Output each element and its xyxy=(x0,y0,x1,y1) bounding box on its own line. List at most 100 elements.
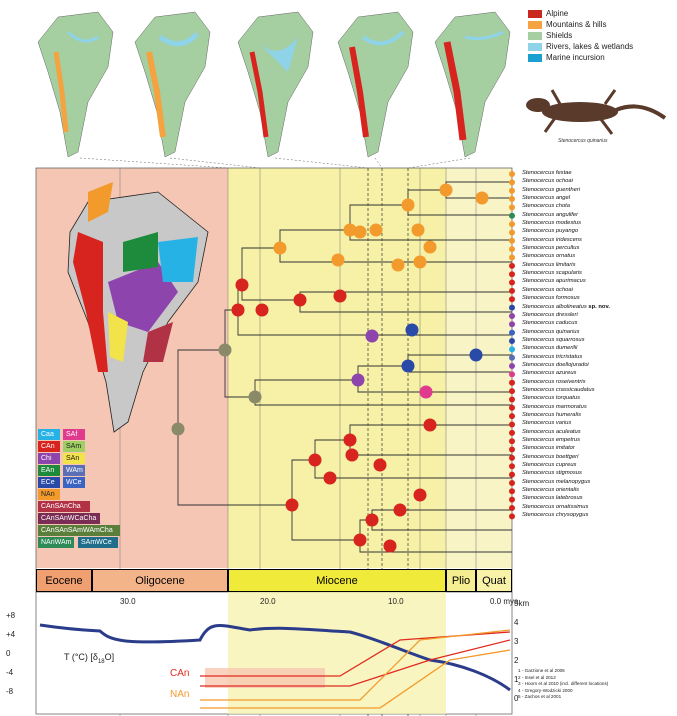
tip-dot xyxy=(509,371,515,377)
tree-node xyxy=(309,454,322,467)
tip-dot xyxy=(509,321,515,327)
temperature-axis-title: T (°C) [δ18O] xyxy=(64,652,114,665)
map-legend-item: Alpine xyxy=(528,8,633,19)
taxon-label: Stenocercus crassicaudatus xyxy=(522,386,610,394)
tip-dot xyxy=(509,505,515,511)
taxon-label: Stenocercus boettgeri xyxy=(522,453,610,461)
taxon-label: Stenocercus angel xyxy=(522,194,610,202)
map-legend: AlpineMountains & hillsShieldsRivers, la… xyxy=(528,8,633,63)
area-legend-chip: WCe xyxy=(63,477,85,488)
tree-node xyxy=(344,434,357,447)
taxon-label: Stenocercus iridescens xyxy=(522,236,610,244)
taxon-label: Stenocercus ornatus xyxy=(522,252,610,260)
tree-node xyxy=(352,374,365,387)
taxon-label: Stenocercus guentheri xyxy=(522,186,610,194)
tree-node xyxy=(384,540,397,553)
taxon-label: Stenocercus ochoai xyxy=(522,286,610,294)
tree-node xyxy=(354,226,367,239)
tip-dot xyxy=(509,179,515,185)
taxon-label: Stenocercus albolineatus sp. nov. xyxy=(522,303,610,311)
tree-node xyxy=(232,304,245,317)
area-legend-chip: EAn xyxy=(38,465,60,476)
tip-dot xyxy=(509,413,515,419)
taxon-label: Stenocercus chrysopygus xyxy=(522,511,610,519)
tree-node xyxy=(392,259,405,272)
area-legend-chip: CAnSAnWCaCha xyxy=(38,513,100,524)
tree-node xyxy=(424,241,437,254)
tip-dot xyxy=(509,188,515,194)
taxon-label: Stenocercus cupreus xyxy=(522,461,610,469)
reference-entry: 5 - Zachos et al 2001 xyxy=(518,694,608,701)
taxon-label: Stenocercus formosus xyxy=(522,294,610,302)
tree-node xyxy=(172,423,185,436)
epoch-quat: Quat xyxy=(476,569,512,592)
taxon-label: Stenocercus empetrus xyxy=(522,436,610,444)
legend-label: Shields xyxy=(546,31,572,40)
tip-dot xyxy=(509,330,515,336)
legend-label: Alpine xyxy=(546,9,568,18)
tip-dot xyxy=(509,380,515,386)
taxon-label: Stenocercus marmoratus xyxy=(522,403,610,411)
tree-node xyxy=(286,499,299,512)
tip-dot xyxy=(509,238,515,244)
area-legend-chip: SAf xyxy=(63,429,85,440)
tree-node xyxy=(294,294,307,307)
tip-dot xyxy=(509,455,515,461)
taxon-label: Stenocercus dumerilii xyxy=(522,344,610,352)
taxon-label: Stenocercus puyango xyxy=(522,227,610,235)
tip-dot xyxy=(509,221,515,227)
taxon-label: Stenocercus tricristatus xyxy=(522,353,610,361)
taxon-label: Stenocercus aculeatus xyxy=(522,428,610,436)
tip-dot xyxy=(509,346,515,352)
tip-dot xyxy=(509,271,515,277)
taxon-label: Stenocercus chota xyxy=(522,202,610,210)
tip-dot xyxy=(509,196,515,202)
taxon-label: Stenocercus ornatissimus xyxy=(522,503,610,511)
tree-node xyxy=(274,242,287,255)
tree-node xyxy=(366,514,379,527)
taxon-label: Stenocercus angulifer xyxy=(522,211,610,219)
tip-dot xyxy=(509,480,515,486)
taxon-label: Stenocercus imitator xyxy=(522,444,610,452)
legend-swatch xyxy=(528,32,542,40)
tip-dot xyxy=(509,246,515,252)
map-legend-item: Shields xyxy=(528,30,633,41)
tip-dot xyxy=(509,422,515,428)
map-legend-item: Marine incursion xyxy=(528,52,633,63)
tree-node xyxy=(420,386,433,399)
taxon-label: Stenocercus caducus xyxy=(522,319,610,327)
tip-dot xyxy=(509,305,515,311)
lizard-illustration xyxy=(526,90,665,134)
tree-node xyxy=(249,391,262,404)
area-legend-chip: CAn xyxy=(38,441,60,452)
taxon-label: Stenocercus quinarius xyxy=(522,328,610,336)
taxon-label: Stenocercus apurimacus xyxy=(522,277,610,285)
taxon-label: Stenocercus orientalis xyxy=(522,486,610,494)
area-legend-chip: Chi xyxy=(38,453,60,464)
tree-node xyxy=(370,224,383,237)
tip-dot xyxy=(509,263,515,269)
can-curve-label: CAn xyxy=(170,668,189,679)
tip-dot xyxy=(509,229,515,235)
taxon-label: Stenocercus dressleri xyxy=(522,311,610,319)
taxon-label: Stenocercus latebrosus xyxy=(522,494,610,502)
temperature-tick-label: +8 xyxy=(6,611,16,620)
temperature-tick-label: +4 xyxy=(6,630,16,639)
time-tick-label: 20.0 xyxy=(260,597,276,606)
elevation-tick-label: 5km xyxy=(514,599,529,608)
legend-swatch xyxy=(528,54,542,62)
tree-node xyxy=(236,279,249,292)
nan-curve-label: NAn xyxy=(170,689,189,700)
temperature-tick-label: 0 xyxy=(6,649,11,658)
legend-label: Rivers, lakes & wetlands xyxy=(546,42,633,51)
tree-node xyxy=(346,449,359,462)
tree-node xyxy=(402,199,415,212)
taxon-label: Stenocercus torquatus xyxy=(522,394,610,402)
taxon-label: Stenocercus roseiventris xyxy=(522,378,610,386)
legend-label: Marine incursion xyxy=(546,53,605,62)
taxon-labels: Stenocercus festaeStenocercus ochoaiSten… xyxy=(522,169,610,519)
epoch-oligocene: Oligocene xyxy=(92,569,228,592)
time-tick-label: 10.0 xyxy=(388,597,404,606)
tip-dot xyxy=(509,313,515,319)
tip-dot xyxy=(509,430,515,436)
